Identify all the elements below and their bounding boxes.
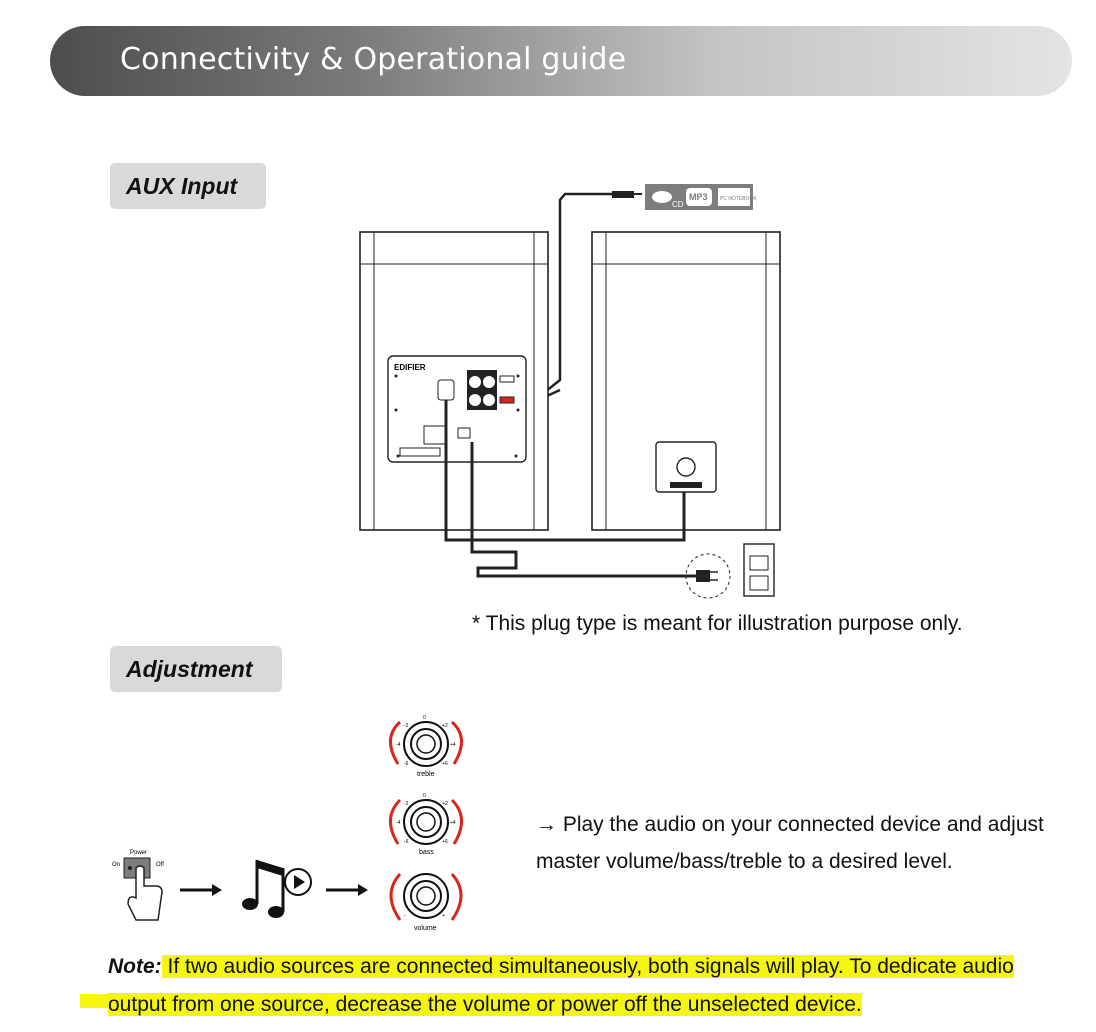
knob-tick-label: +2 <box>442 801 448 807</box>
pc-notebook-icon: PC NOTEBOOK <box>718 188 757 206</box>
knob-tick-label: -2 <box>404 723 409 729</box>
header-banner: Connectivity & Operational guide <box>50 26 1072 96</box>
off-label: Off <box>156 862 164 868</box>
knob-tick-label: -6 <box>404 839 409 845</box>
right-speaker <box>591 231 781 531</box>
badge-cd-text: CD <box>672 200 684 209</box>
arrow-icon <box>326 884 368 896</box>
left-speaker: EDIFIER <box>359 231 549 531</box>
arrow-icon <box>180 884 222 896</box>
knob-tick-label: -4 <box>396 820 401 826</box>
finger-icon <box>127 865 163 921</box>
note-label: Note: <box>108 955 162 978</box>
volume-knob: volume <box>389 872 463 932</box>
power-label: Power <box>130 850 147 856</box>
bass-knob: bass <box>389 798 463 856</box>
on-label: On <box>112 862 120 868</box>
knob-tick-label: +2 <box>442 723 448 729</box>
knob-tick-label: +4 <box>450 820 456 826</box>
knob-tick-label: 0 <box>423 793 426 799</box>
instruction-text: → Play the audio on your connected devic… <box>536 813 1044 873</box>
badge-pc-text: PC NOTEBOOK <box>720 196 757 202</box>
knob-tick-label: +6 <box>442 761 448 767</box>
brand-logo: EDIFIER <box>394 363 426 372</box>
music-play-icon <box>242 860 312 918</box>
speaker-and-power-cables <box>444 400 731 599</box>
knob-tick-label: +6 <box>442 839 448 845</box>
section-label-adjustment: Adjustment <box>110 646 282 692</box>
mp3-icon: MP3 <box>686 188 712 206</box>
adjustment-diagram: Power On Off treble bass <box>112 715 463 932</box>
knob-tick-label: 0 <box>423 715 426 721</box>
note-paragraph: Note: If two audio sources are connected… <box>108 948 1058 1024</box>
plug-disclaimer: * This plug type is meant for illustrati… <box>472 612 963 635</box>
source-badges: CD MP3 PC NOTEBOOK <box>645 184 757 210</box>
knob-tick-label: - <box>404 913 406 919</box>
power-switch-icon: Power On Off <box>112 850 164 921</box>
badge-mp3-text: MP3 <box>689 192 708 202</box>
knob-tick-label: -4 <box>396 742 401 748</box>
knob-label-treble: treble <box>417 771 435 778</box>
knob-tick-label: -2 <box>404 801 409 807</box>
page-title: Connectivity & Operational guide <box>120 42 627 77</box>
wall-outlet-icon <box>743 543 775 597</box>
cd-icon: CD <box>652 191 684 209</box>
knob-tick-label: +4 <box>450 742 456 748</box>
knob-tick-label: -6 <box>404 761 409 767</box>
note-text: If two audio sources are connected simul… <box>108 955 1014 1016</box>
treble-knob: treble <box>389 720 463 778</box>
knob-tick-label: + <box>442 913 445 919</box>
knob-label-bass: bass <box>419 849 434 856</box>
section-label-aux-input: AUX Input <box>110 163 266 209</box>
knob-label-volume: volume <box>414 925 437 932</box>
aux-connection-diagram: CD MP3 PC NOTEBOOK EDIFIER <box>359 184 781 599</box>
